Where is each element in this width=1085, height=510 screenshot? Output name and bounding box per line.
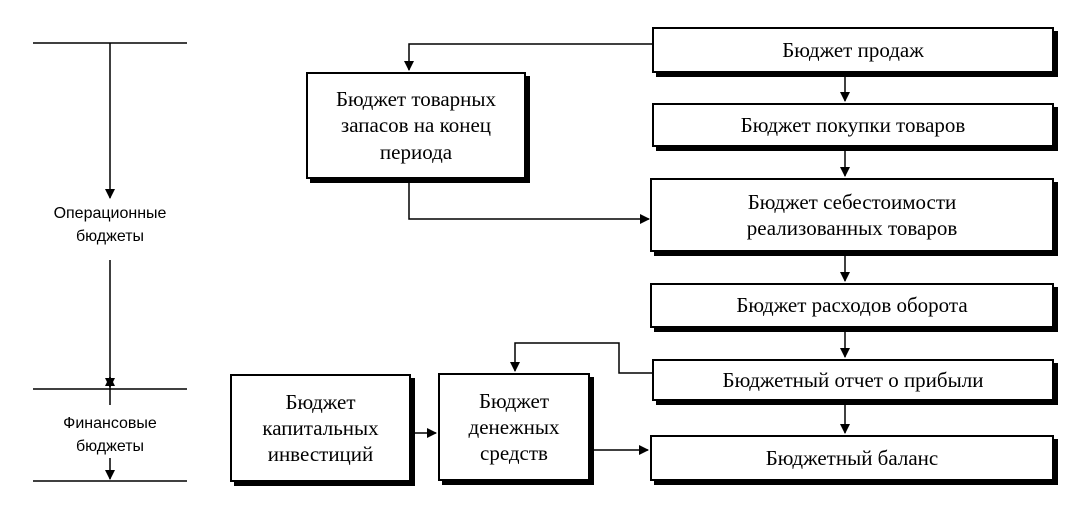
balance-budget-box: Бюджетный баланс [650, 435, 1054, 481]
purchases-budget-box: Бюджет покупки товаров [652, 103, 1054, 147]
inventory-to-cogs-arrow [408, 181, 650, 224]
financial-budgets-label: Финансовые бюджеты [63, 415, 157, 456]
profit-report-budget-box: Бюджетный отчет о прибыли [652, 359, 1054, 401]
inventory-budget-box: Бюджет товарных запасов на конец периода [306, 72, 526, 179]
profit-to-cash-arrow [510, 342, 652, 374]
turnover-expenses-budget-box: Бюджет расходов оборота [650, 283, 1054, 328]
capital-investments-budget-box: Бюджет капитальных инвестиций [230, 374, 411, 482]
operational-budgets-label: Операционные бюджеты [53, 205, 167, 246]
sales-to-inventory-arrow [404, 43, 652, 71]
sales-budget-box: Бюджет продаж [652, 27, 1054, 73]
cash-budget-box: Бюджет денежных средств [438, 373, 590, 481]
cogs-budget-box: Бюджет себестоимости реализованных товар… [650, 178, 1054, 252]
